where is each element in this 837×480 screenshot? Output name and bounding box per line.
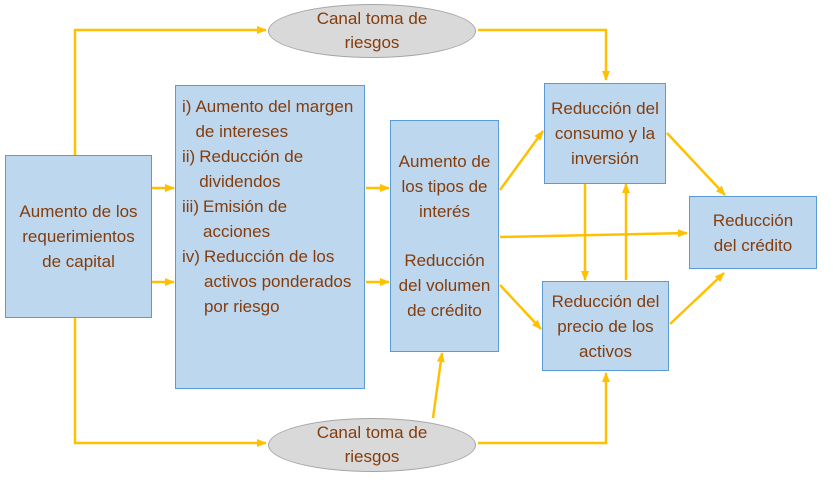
measure-text: Reducción de los activos ponderados por …	[203, 247, 352, 316]
arrow-asset-prices-to-credit	[669, 272, 725, 325]
measure-text: Aumento del margen de intereses	[195, 97, 354, 141]
capital-requirements-label: Aumento de los requerimientos de capital	[19, 202, 138, 271]
credit-down-box: Reducción del crédito	[689, 196, 817, 269]
arrow-risk-bottom-to-credit-volume	[431, 352, 445, 419]
measures-box: i) Aumento del margen de intereses ii) R…	[175, 85, 365, 389]
arrow-middle-to-asset-prices	[499, 284, 542, 330]
measure-number: ii)	[182, 147, 196, 166]
arrow-risk-top-to-consumption	[478, 28, 610, 81]
arrow-middle-to-consumption	[498, 130, 545, 191]
measure-number: iii)	[182, 197, 199, 216]
measure-text: Reducción de dividendos	[199, 147, 304, 191]
risk-channel-top: Canal toma de riesgos	[268, 4, 476, 58]
measure-text: Emisión de acciones	[203, 197, 288, 241]
asset-prices-down-box: Reducción del precio de los activos	[542, 281, 669, 371]
measure-item: i) Aumento del margen de intereses	[182, 94, 358, 144]
arrow-middle-to-credit	[499, 229, 688, 239]
credit-down-label: Reducción del crédito	[712, 210, 794, 255]
measure-item: ii) Reducción de dividendos	[182, 144, 358, 194]
arrow-consumption-to-credit	[666, 132, 726, 196]
measure-item: iv) Reducción de los activos ponderados …	[182, 244, 358, 319]
capital-requirements-box: Aumento de los requerimientos de capital	[5, 155, 152, 318]
measure-number: iv)	[182, 247, 200, 266]
arrow-capital-to-risk-top	[73, 26, 267, 155]
measure-item: iii) Emisión de acciones	[182, 194, 358, 244]
consumption-down-label: Reducción del consumo y la inversión	[551, 99, 659, 168]
consumption-down-box: Reducción del consumo y la inversión	[544, 83, 666, 184]
arrow-capital-to-risk-bottom	[73, 318, 267, 447]
risk-channel-top-label: Canal toma de riesgos	[316, 9, 428, 52]
measure-number: i)	[182, 97, 192, 116]
rates-up-label: Aumento de los tipos de interés	[398, 152, 491, 221]
rates-and-volume-box: Aumento de los tipos de interés Reducció…	[390, 120, 499, 352]
risk-channel-bottom-label: Canal toma de riesgos	[316, 423, 428, 466]
credit-volume-down-label: Reducción del volumen de crédito	[398, 251, 491, 320]
arrow-risk-bottom-to-asset-prices	[478, 372, 610, 445]
risk-channel-bottom: Canal toma de riesgos	[268, 418, 476, 472]
asset-prices-down-label: Reducción del precio de los activos	[551, 291, 660, 361]
